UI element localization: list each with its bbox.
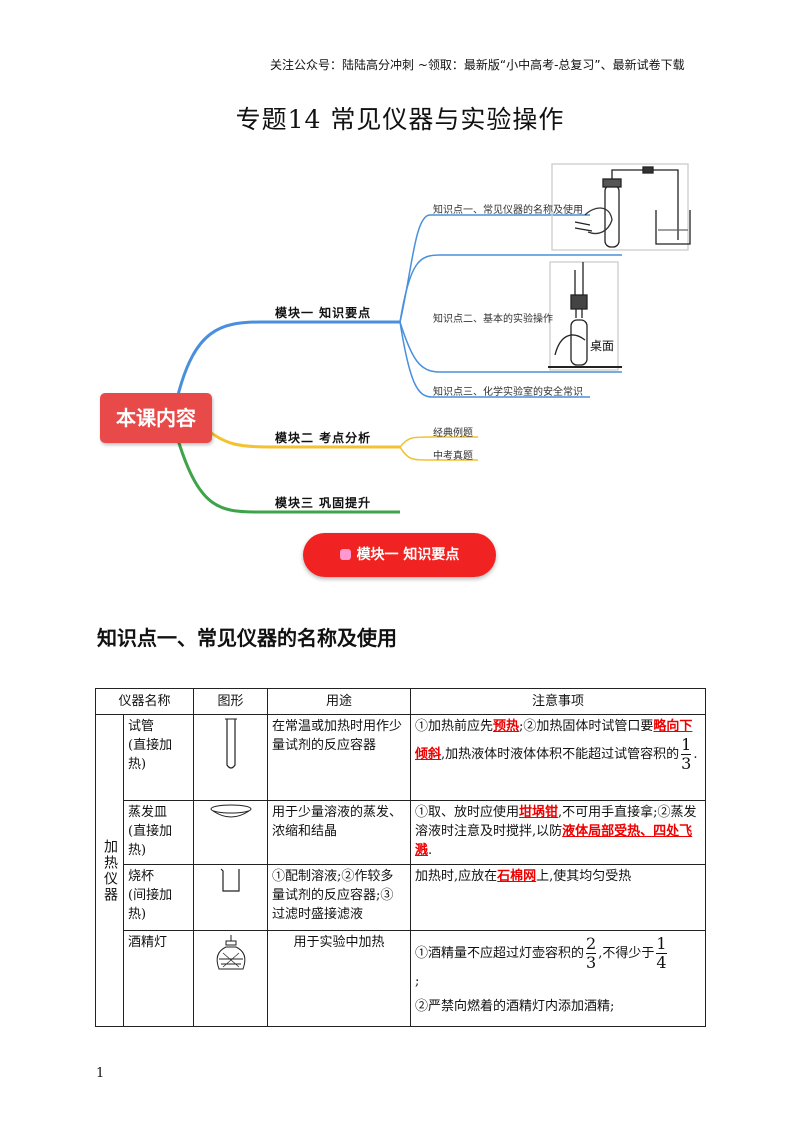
- col-header-figure: 图形: [193, 688, 268, 715]
- branch-label-3: 模块三 巩固提升: [275, 496, 372, 510]
- instrument-notes: ①加热前应先预热;②加热固体时试管口要略向下倾斜,加热液体时液体体积不能超过试管…: [410, 714, 706, 801]
- table-header-row: 仪器名称 图形 用途 注意事项: [95, 688, 706, 715]
- header-note: 关注公众号：陆陆高分冲刺 ~领取：最新版“小中高考-总复习”、最新试卷下载: [270, 58, 685, 72]
- instrument-use: 在常温或加热时用作少量试剂的反应容器: [267, 714, 411, 801]
- table-row: 烧杯(间接加热) ①配制溶液;②作较多量试剂的反应容器;③过滤时盛接滤液 加热时…: [96, 864, 706, 931]
- sub-curve-2: [399, 254, 622, 323]
- sub-label-4: 经典例题: [433, 428, 473, 439]
- beaker-icon: [193, 864, 268, 931]
- section-pill: 模块一 知识要点: [303, 533, 496, 577]
- branch-label-2: 模块二 考点分析: [275, 431, 372, 445]
- sub-curve-1: [399, 214, 590, 323]
- flag-icon: [339, 549, 351, 560]
- instrument-use: ①配制溶液;②作较多量试剂的反应容器;③过滤时盛接滤液: [267, 864, 411, 931]
- branch-label-1: 模块一 知识要点: [275, 306, 372, 320]
- instrument-use: 用于实验中加热: [267, 930, 411, 1027]
- desk-label: 桌面: [590, 339, 614, 353]
- col-header-notes: 注意事项: [410, 688, 706, 715]
- test-tube-icon: [193, 714, 268, 801]
- sub-curve-3: [399, 321, 590, 398]
- instrument-notes: ①取、放时应使用坩埚钳,不可用手直接拿;②蒸发溶液时注意及时搅拌,以防液体局部受…: [410, 800, 706, 865]
- instrument-name: 蒸发皿(直接加热): [123, 800, 194, 865]
- sub-curve-5: [399, 446, 478, 461]
- sub-curve-4: [399, 436, 478, 448]
- instrument-name: 试管(直接加热): [123, 714, 194, 801]
- center-node: 本课内容: [100, 393, 212, 443]
- instrument-use: 用于少量溶液的蒸发、浓缩和结晶: [267, 800, 411, 865]
- sub-label-3: 知识点三、化学实验室的安全常识: [433, 387, 583, 398]
- table-row: 加热仪器 试管(直接加热) 在常温或加热时用作少量试剂的反应容器 ①加热前应先预…: [95, 714, 706, 1027]
- branch-curve-1: [176, 320, 400, 396]
- table-row: 蒸发皿(直接加热) 用于少量溶液的蒸发、浓缩和结晶 ①取、放时应使用坩埚钳,不可…: [96, 800, 706, 865]
- experiment-illustration-1: [551, 163, 691, 251]
- page-title: 专题14 常见仪器与实验操作: [235, 105, 565, 134]
- section-heading: 知识点一、常见仪器的名称及使用: [97, 626, 397, 650]
- note-line-2: ②严禁向燃着的酒精灯内添加酒精;: [415, 999, 615, 1014]
- sub-label-2: 知识点二、基本的实验操作: [433, 314, 553, 325]
- category-cell: 加热仪器: [95, 714, 124, 1027]
- page-number: 1: [96, 1066, 105, 1081]
- instrument-table: 仪器名称 图形 用途 注意事项 加热仪器 试管(直接加热) 在常温或加热时用作少…: [95, 688, 706, 1027]
- sub-label-5: 中考真题: [433, 451, 473, 462]
- alcohol-lamp-icon: [193, 930, 268, 1027]
- heat-type: (直接加热): [128, 824, 173, 858]
- instrument-name: 酒精灯: [123, 930, 194, 1027]
- experiment-illustration-2: [548, 261, 622, 371]
- sub-label-1: 知识点一、常见仪器的名称及使用: [433, 205, 583, 216]
- heat-type: (直接加热): [128, 738, 173, 772]
- instrument-name: 烧杯(间接加热): [123, 864, 194, 931]
- col-header-use: 用途: [267, 688, 411, 715]
- evaporating-dish-icon: [193, 800, 268, 865]
- sub-curve-2b: [399, 321, 622, 373]
- col-header-name: 仪器名称: [95, 688, 194, 715]
- branch-curve-3: [176, 439, 400, 514]
- section-pill-label: 模块一 知识要点: [356, 547, 460, 563]
- instrument-notes: 加热时,应放在石棉网上,使其均匀受热: [410, 864, 706, 931]
- heat-type: (间接加热): [128, 888, 173, 922]
